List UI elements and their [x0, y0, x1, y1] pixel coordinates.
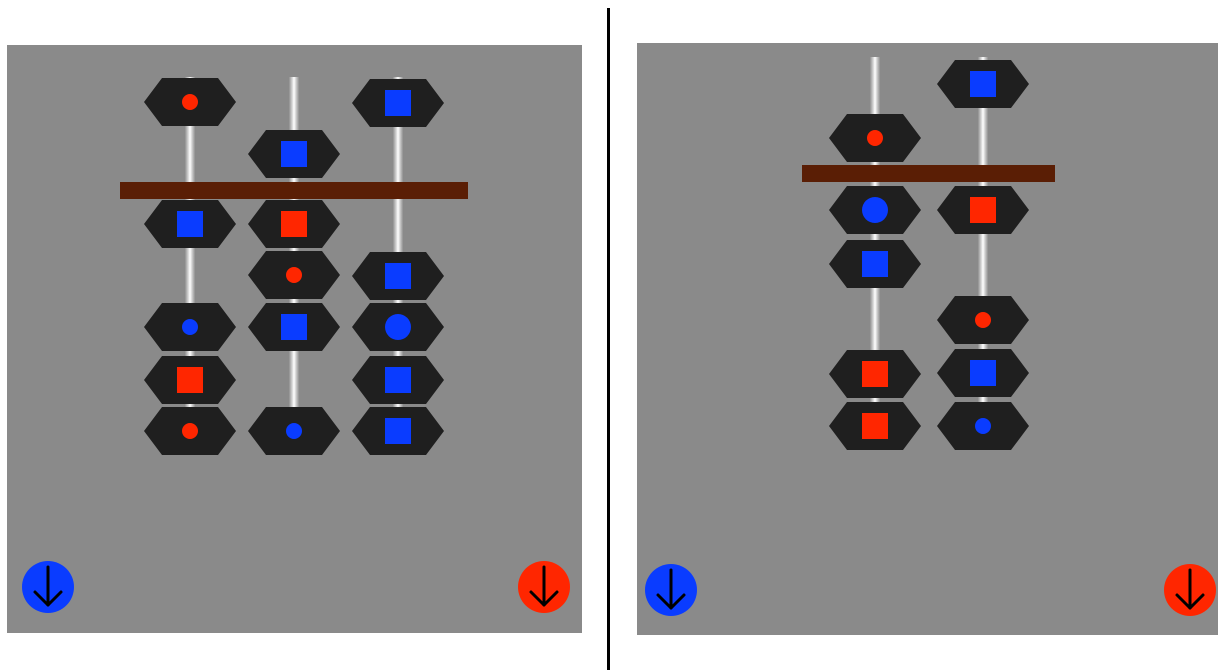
- blue-square-marker: [385, 90, 411, 116]
- lower-bead[interactable]: [246, 249, 342, 301]
- arrow-down-icon: [1175, 568, 1205, 610]
- arrow-down-icon: [529, 565, 559, 607]
- red-down-arrow-button[interactable]: [518, 561, 570, 613]
- left-abacus-panel: [7, 45, 582, 633]
- red-square-marker: [862, 361, 888, 387]
- lower-bead[interactable]: [935, 184, 1031, 236]
- upper-bead[interactable]: [935, 58, 1031, 110]
- lower-bead[interactable]: [935, 400, 1031, 452]
- blue-down-arrow-button[interactable]: [22, 561, 74, 613]
- blue-circle-marker: [862, 197, 888, 223]
- upper-bead[interactable]: [827, 112, 923, 164]
- red-square-marker: [970, 197, 996, 223]
- lower-bead[interactable]: [350, 405, 446, 457]
- blue-square-marker: [970, 71, 996, 97]
- lower-bead[interactable]: [350, 301, 446, 353]
- blue-circle-marker: [385, 314, 411, 340]
- lower-bead[interactable]: [142, 301, 238, 353]
- blue-square-marker: [385, 367, 411, 393]
- abacus-beam: [802, 165, 1055, 182]
- lower-bead[interactable]: [827, 238, 923, 290]
- red-square-marker: [862, 413, 888, 439]
- lower-bead[interactable]: [935, 347, 1031, 399]
- lower-bead[interactable]: [827, 184, 923, 236]
- upper-bead[interactable]: [350, 77, 446, 129]
- upper-bead[interactable]: [246, 128, 342, 180]
- abacus-beam: [120, 182, 468, 199]
- lower-bead[interactable]: [142, 198, 238, 250]
- blue-square-marker: [385, 418, 411, 444]
- blue-square-marker: [177, 211, 203, 237]
- lower-bead[interactable]: [246, 198, 342, 250]
- blue-square-marker: [281, 314, 307, 340]
- blue-square-marker: [281, 141, 307, 167]
- abacus-rod-1: [185, 77, 195, 433]
- panel-divider: [607, 8, 610, 670]
- red-square-marker: [177, 367, 203, 393]
- blue-dot-marker: [286, 423, 302, 439]
- lower-bead[interactable]: [935, 294, 1031, 346]
- red-dot-marker: [867, 130, 883, 146]
- blue-square-marker: [385, 263, 411, 289]
- upper-bead[interactable]: [142, 76, 238, 128]
- lower-bead[interactable]: [246, 405, 342, 457]
- red-dot-marker: [975, 312, 991, 328]
- arrow-down-icon: [33, 565, 63, 607]
- blue-square-marker: [970, 360, 996, 386]
- blue-down-arrow-button[interactable]: [645, 564, 697, 616]
- lower-bead[interactable]: [350, 354, 446, 406]
- lower-bead[interactable]: [142, 405, 238, 457]
- arrow-down-icon: [656, 568, 686, 610]
- lower-bead[interactable]: [246, 301, 342, 353]
- red-down-arrow-button[interactable]: [1164, 564, 1216, 616]
- lower-bead[interactable]: [350, 250, 446, 302]
- blue-dot-marker: [182, 319, 198, 335]
- right-abacus-panel: [637, 43, 1218, 635]
- red-square-marker: [281, 211, 307, 237]
- red-dot-marker: [286, 267, 302, 283]
- blue-square-marker: [862, 251, 888, 277]
- red-dot-marker: [182, 94, 198, 110]
- lower-bead[interactable]: [827, 400, 923, 452]
- lower-bead[interactable]: [827, 348, 923, 400]
- blue-dot-marker: [975, 418, 991, 434]
- red-dot-marker: [182, 423, 198, 439]
- abacus-rod-2: [978, 57, 988, 427]
- lower-bead[interactable]: [142, 354, 238, 406]
